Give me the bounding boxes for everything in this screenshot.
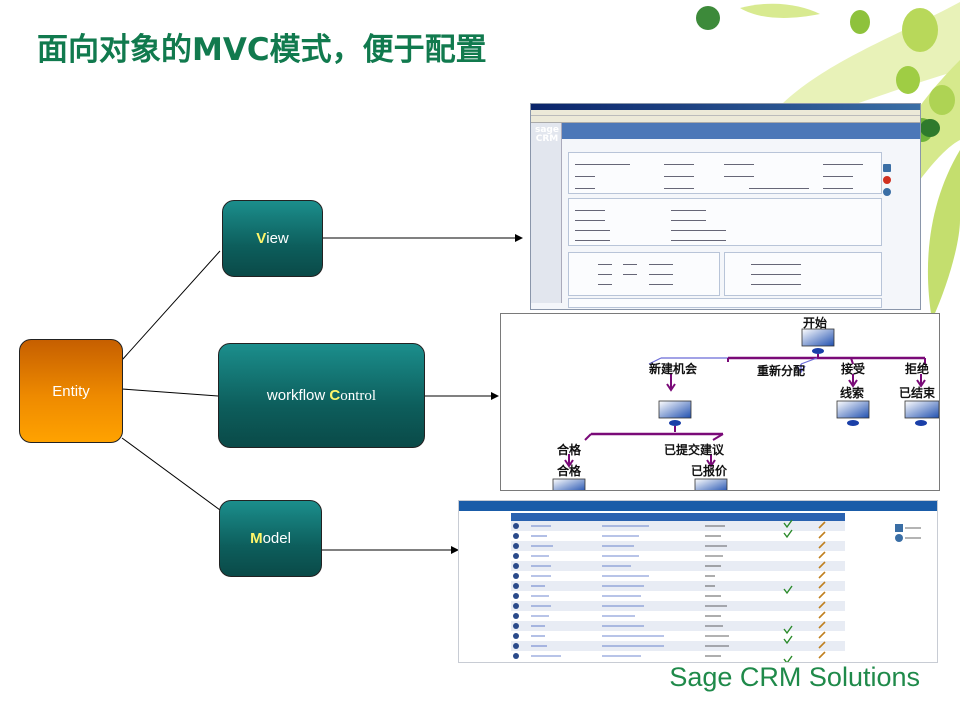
wf-qualified-label: 合格	[557, 443, 582, 457]
browser-address-bar	[531, 116, 920, 123]
brand-logo-text: Sage CRM Solutions	[669, 662, 920, 692]
wf-closed-label: 已结束	[899, 386, 936, 400]
help-icon	[883, 188, 891, 196]
model-screenshot	[458, 500, 938, 663]
browser-titlebar	[531, 104, 920, 110]
crm-sidebar	[531, 123, 562, 303]
wf-new-opportunity-label: 新建机会	[649, 362, 698, 376]
wf-quoted-label: 已报价	[691, 464, 728, 478]
form-panel-1	[568, 152, 882, 194]
form-panel-3	[568, 252, 720, 296]
table-header-row	[511, 513, 845, 521]
wf-start-label: 开始	[803, 316, 828, 330]
form-panel-4	[724, 252, 882, 296]
view-label: View	[256, 230, 289, 247]
slide-title: 面向对象的MVC模式，便于配置	[37, 32, 487, 68]
browser-menubar	[531, 110, 920, 116]
form-panel-5	[568, 298, 882, 308]
entity-node: Entity	[19, 339, 123, 443]
wf-reassign-label: 重新分配	[757, 364, 806, 378]
table-row-marks	[513, 519, 921, 662]
wf-accept-label: 接受	[841, 362, 866, 376]
model-node: Model	[219, 500, 322, 577]
save-icon	[883, 164, 891, 172]
wf-reject-label: 拒绝	[905, 362, 930, 376]
cancel-icon	[883, 176, 891, 184]
model-label: Model	[250, 530, 291, 547]
form-panel-2	[568, 198, 882, 246]
wf-qualified-target-label: 合格	[557, 464, 582, 478]
control-label: workflow Control	[266, 386, 377, 404]
workflow-diagram	[552, 328, 939, 490]
wf-proposal-label: 已提交建议	[664, 443, 725, 457]
control-screenshot: 开始 新建机会 重新分配 接受 拒绝 线索 已结束 合格 已提交建议 合格 已报…	[500, 313, 940, 491]
crm-header	[531, 123, 920, 139]
view-node: View	[222, 200, 323, 277]
table-tab-bar	[459, 501, 937, 511]
control-node: workflow Control	[218, 343, 425, 448]
entity-label: Entity	[52, 382, 90, 400]
wf-lead-label: 线索	[840, 386, 865, 400]
